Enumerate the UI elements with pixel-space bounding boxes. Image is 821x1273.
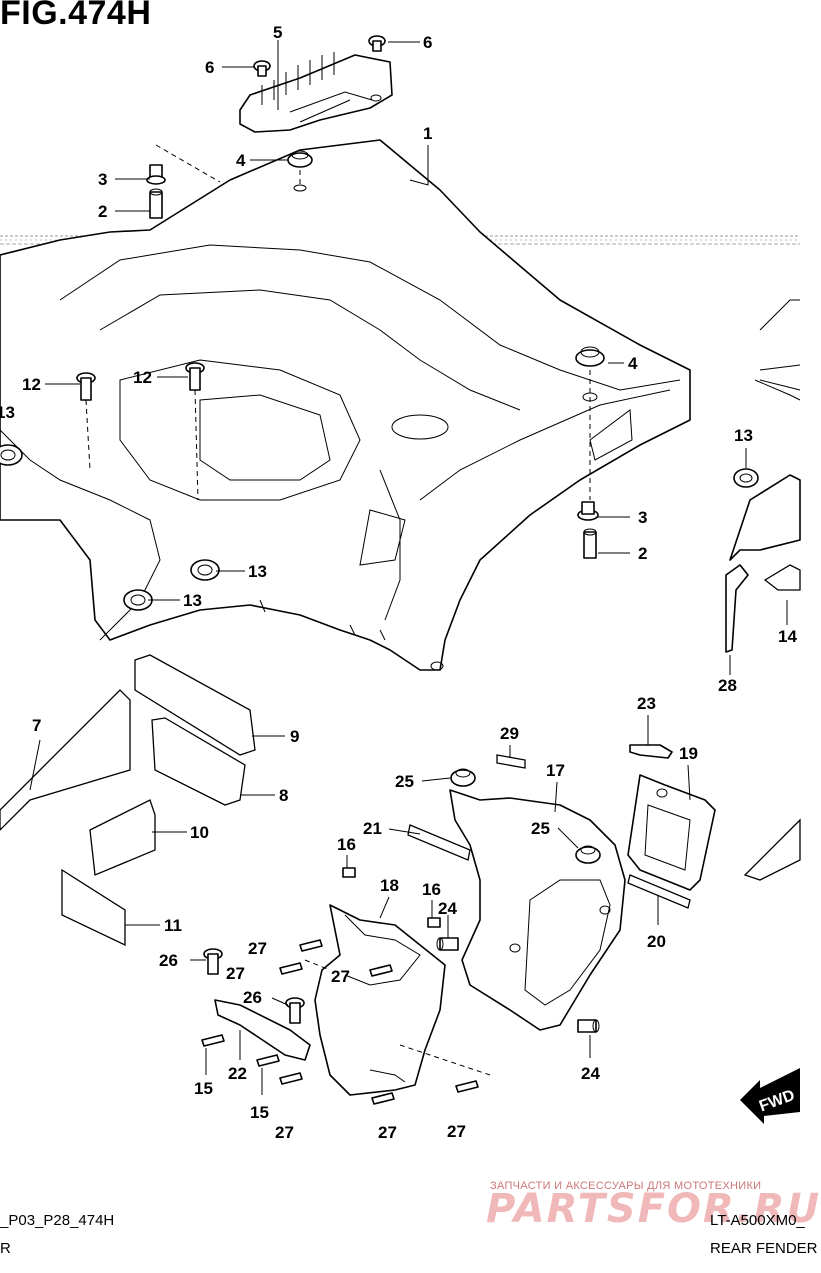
screw-6-left[interactable] <box>253 60 271 77</box>
callout-27-b: 27 <box>226 964 245 983</box>
callout-22: 22 <box>228 1064 247 1083</box>
watermark-tagline: ЗАПЧАСТИ И АКСЕССУАРЫ ДЛЯ МОТОТЕХНИКИ <box>490 1180 762 1192</box>
callout-21: 21 <box>363 819 382 838</box>
callout-24-lower: 24 <box>581 1064 600 1083</box>
callout-20: 20 <box>647 932 666 951</box>
decal-right-edge <box>743 818 801 881</box>
decal-9[interactable] <box>134 654 256 756</box>
callout-18: 18 <box>380 876 399 895</box>
callout-14: 14 <box>778 627 797 646</box>
spacer-3-right[interactable] <box>577 501 599 521</box>
clip-16-b[interactable] <box>427 917 441 928</box>
grommet-25-a[interactable] <box>450 768 476 787</box>
screw-27-set[interactable] <box>279 939 479 1105</box>
spacer-3-top[interactable] <box>146 164 166 185</box>
rear-bracket[interactable] <box>239 52 393 133</box>
callout-5: 5 <box>273 23 282 42</box>
callout-13-right: 13 <box>734 426 753 445</box>
callout-27-c: 27 <box>331 967 350 986</box>
callout-13-center: 13 <box>248 562 267 581</box>
callout-8: 8 <box>279 786 288 805</box>
callout-26-right: 26 <box>243 988 262 1007</box>
fender-right-fragment <box>729 364 801 561</box>
callout-6-right: 6 <box>423 33 432 52</box>
screw-15-set[interactable] <box>201 1034 280 1067</box>
decal-11[interactable] <box>61 868 126 947</box>
footer-code-left: _P03_P28_474H <box>0 1212 115 1229</box>
strap-28[interactable] <box>725 564 749 653</box>
callout-1: 1 <box>423 124 432 143</box>
callouts: 1 2 2 3 3 4 4 5 6 6 7 8 9 10 11 12 12 13… <box>0 23 797 1142</box>
callout-24-upper: 24 <box>438 899 457 918</box>
bolt-12-left[interactable] <box>76 372 96 401</box>
grommet-25-b[interactable] <box>575 845 601 864</box>
callout-12-center: 12 <box>133 368 152 387</box>
grommet-4-right[interactable] <box>575 346 605 402</box>
callout-29: 29 <box>500 724 519 743</box>
strip-29[interactable] <box>496 754 526 769</box>
callout-13-lower: 13 <box>183 591 202 610</box>
callout-26-left: 26 <box>159 951 178 970</box>
callout-12-left: 12 <box>22 375 41 394</box>
strip-20[interactable] <box>627 874 691 909</box>
leader-lines <box>29 40 788 1095</box>
bolt-24-a[interactable] <box>436 937 459 951</box>
callout-13-left: 13 <box>0 403 15 422</box>
screw-6-right[interactable] <box>368 35 386 52</box>
bolt-24-b[interactable] <box>577 1019 600 1033</box>
bolt-12-center[interactable] <box>185 362 205 391</box>
callout-4-right: 4 <box>628 354 638 373</box>
decal-7[interactable] <box>0 689 131 831</box>
callout-16-left: 16 <box>337 835 356 854</box>
figure-title: FIG.474H <box>0 0 152 32</box>
callout-3-right: 3 <box>638 508 647 527</box>
callout-27-d: 27 <box>275 1123 294 1142</box>
grommet-13-lower[interactable] <box>123 589 153 611</box>
bolt-26-a[interactable] <box>203 948 223 975</box>
callout-6-left: 6 <box>205 58 214 77</box>
callout-27-a: 27 <box>248 939 267 958</box>
grommet-13-center[interactable] <box>190 559 220 581</box>
callout-27-e: 27 <box>378 1123 397 1142</box>
callout-7: 7 <box>32 716 41 735</box>
callout-16-right: 16 <box>422 880 441 899</box>
callout-2-top: 2 <box>98 202 107 221</box>
watermark-brand: PARTSFOR.RU <box>486 1186 821 1232</box>
callout-23: 23 <box>637 694 656 713</box>
callout-27-f: 27 <box>447 1122 466 1141</box>
callout-17: 17 <box>546 761 565 780</box>
decal-14[interactable] <box>763 564 801 591</box>
callout-4-top: 4 <box>236 151 246 170</box>
decal-8[interactable] <box>151 717 246 806</box>
footer-name-right: REAR FENDER <box>710 1240 818 1257</box>
bolt-2-top[interactable] <box>149 188 163 219</box>
callout-3-top: 3 <box>98 170 107 189</box>
bolt-26-b[interactable] <box>285 997 305 1024</box>
bracket-23[interactable] <box>629 744 673 759</box>
callout-2-right: 2 <box>638 544 647 563</box>
grommet-13-left[interactable] <box>0 444 23 466</box>
callout-25-right: 25 <box>531 819 550 838</box>
fwd-arrow: FWD <box>740 1068 800 1124</box>
grommet-13-right[interactable] <box>733 468 759 488</box>
assembly-lines <box>85 144 591 1076</box>
callout-19: 19 <box>679 744 698 763</box>
inner-flap-18[interactable] <box>314 904 446 1096</box>
callout-15-left: 15 <box>194 1079 213 1098</box>
footer-code-right: LT-A500XM0_ <box>710 1212 805 1229</box>
decal-10[interactable] <box>89 799 156 876</box>
callout-15-right: 15 <box>250 1103 269 1122</box>
callout-25-left: 25 <box>395 772 414 791</box>
rear-fender-main[interactable] <box>0 139 801 671</box>
clip-16-a[interactable] <box>342 867 356 878</box>
callout-11: 11 <box>164 916 182 935</box>
callout-28: 28 <box>718 676 737 695</box>
bolt-2-right[interactable] <box>583 528 597 559</box>
mudflap-19[interactable] <box>627 774 716 891</box>
callout-9: 9 <box>290 727 299 746</box>
exploded-parts-diagram: FWD <box>0 23 801 1142</box>
callout-10: 10 <box>190 823 209 842</box>
footer-name-left: R <box>0 1240 11 1257</box>
bracket-22[interactable] <box>214 999 311 1061</box>
